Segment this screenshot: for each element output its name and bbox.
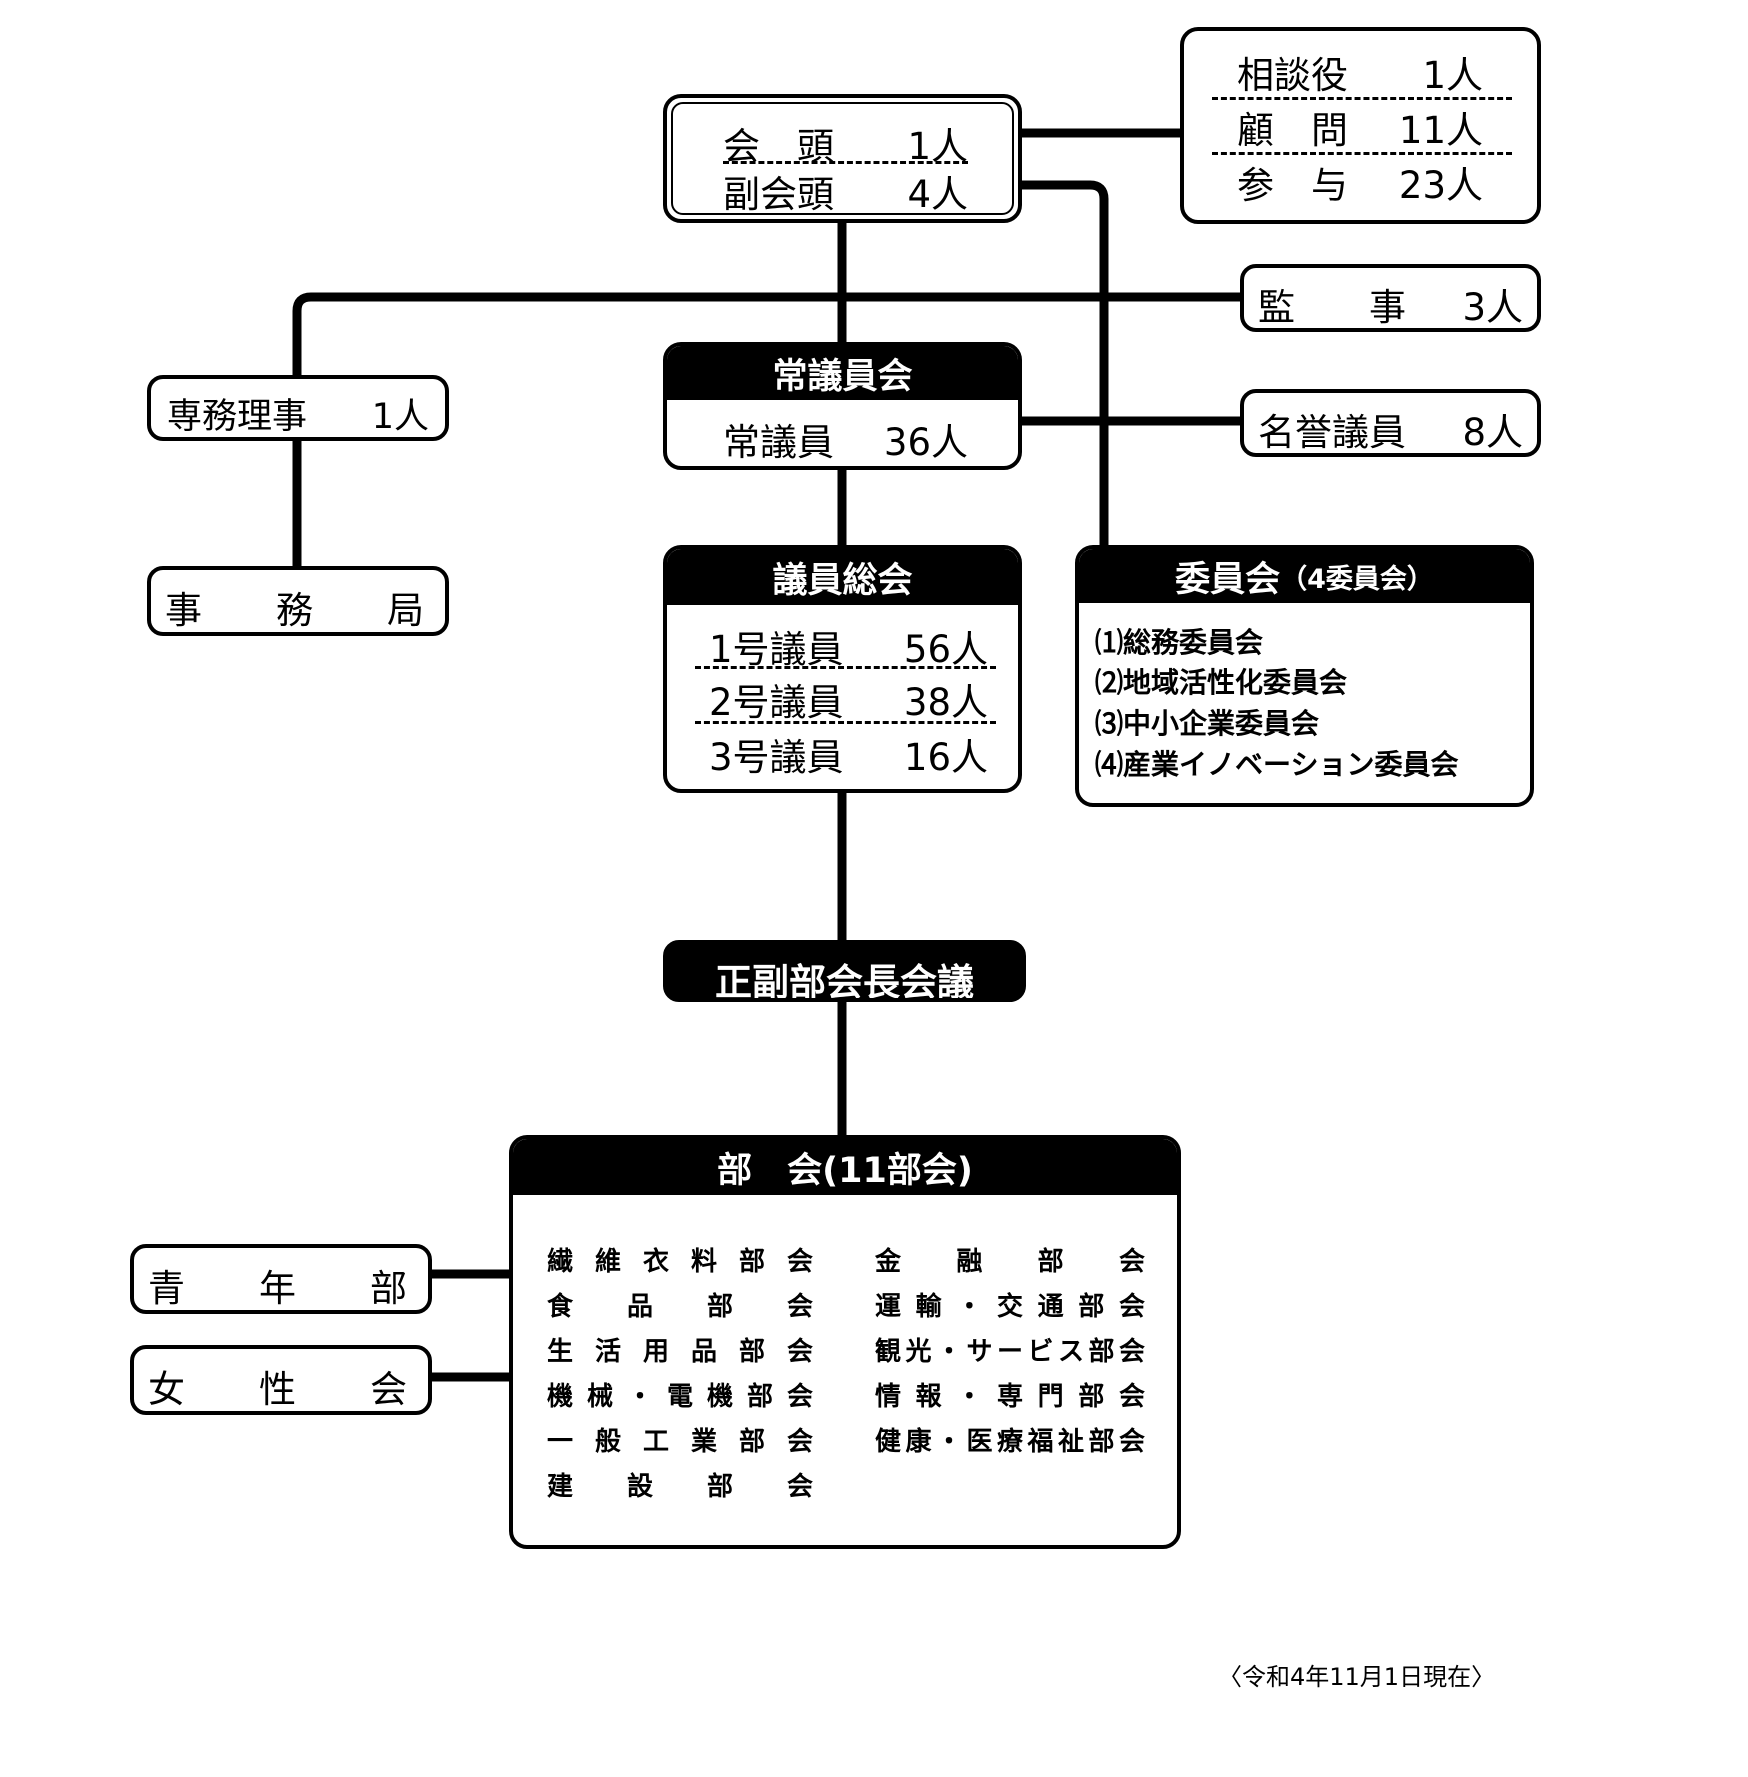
section-item: 食 品 部 会	[547, 1292, 813, 1322]
standing-council-count: 36人	[883, 421, 968, 464]
executive-inner-frame	[671, 102, 1014, 215]
honorary-title: 名誉議員	[1258, 411, 1406, 454]
section-item: 情報・専門部会	[875, 1382, 1145, 1412]
section-item: 健康・医療福祉部会	[875, 1427, 1145, 1457]
member-class-2-count: 38人	[903, 681, 988, 724]
secretariat-title: 事 務 局	[165, 589, 424, 632]
advisor-title: 相談役	[1237, 54, 1348, 97]
sections-box: 部 会(11部会) 繊維衣料部会 食 品 部 会 生活用品部会 機械・電機部会 …	[509, 1135, 1181, 1549]
auditor-count: 3人	[1462, 286, 1523, 329]
general-assembly-box: 議員総会 1号議員 56人 2号議員 38人 3号議員 16人	[663, 545, 1022, 793]
youth-box: 青 年 部	[130, 1244, 432, 1314]
honorary-box: 名誉議員 8人	[1240, 389, 1541, 457]
member-class-3-title: 3号議員	[709, 736, 844, 779]
divider	[695, 666, 996, 669]
standing-council-box: 常議員会 常議員 36人	[663, 342, 1022, 470]
counselor-count: 11人	[1398, 109, 1483, 152]
women-box: 女 性 会	[130, 1345, 432, 1415]
standing-council-title: 常議員	[723, 421, 834, 464]
counselor-title: 顧 問	[1237, 109, 1348, 152]
member-class-1-title: 1号議員	[709, 628, 844, 671]
as-of-date: 〈令和4年11月1日現在〉	[1218, 1663, 1496, 1691]
section-item: 機械・電機部会	[547, 1382, 813, 1412]
general-assembly-header: 議員総会	[667, 549, 1018, 605]
standing-council-header: 常議員会	[667, 346, 1018, 400]
committees-box: 委員会（4委員会） ⑴総務委員会 ⑵地域活性化委員会 ⑶中小企業委員会 ⑷産業イ…	[1075, 545, 1534, 807]
section-item: 観光・サービス部会	[875, 1337, 1145, 1367]
member-class-1-count: 56人	[903, 628, 988, 671]
member-class-2-title: 2号議員	[709, 681, 844, 724]
executive-director-count: 1人	[371, 397, 429, 437]
divider	[1212, 97, 1512, 100]
section-item: 運輸・交通部会	[875, 1292, 1145, 1322]
committees-header-sub: （4委員会）	[1280, 563, 1434, 595]
divider	[695, 721, 996, 724]
executive-box: 会 頭 1人 副会頭 4人	[663, 94, 1022, 223]
committee-item: ⑵地域活性化委員会	[1095, 666, 1348, 699]
chairs-meeting-box: 正副部会長会議	[663, 940, 1026, 1002]
honorary-count: 8人	[1462, 411, 1523, 454]
chairman-count: 1人	[907, 125, 968, 168]
line-auditor-director	[292, 292, 1240, 375]
chairs-meeting-label: 正副部会長会議	[715, 961, 974, 1002]
line-exec-committees	[1022, 180, 1109, 545]
committee-item: ⑴総務委員会	[1095, 626, 1264, 659]
advisors-box: 相談役 1人 顧 問 11人 参 与 23人	[1180, 27, 1541, 224]
sections-header: 部 会(11部会)	[513, 1139, 1177, 1195]
executive-director-title: 専務理事	[167, 397, 308, 437]
section-item: 建 設 部 会	[547, 1472, 813, 1502]
vice-chairman-count: 4人	[907, 173, 968, 216]
executive-director-box: 専務理事 1人	[147, 375, 449, 441]
auditor-box: 監 事 3人	[1240, 264, 1541, 332]
member-class-3-count: 16人	[903, 736, 988, 779]
auditor-title: 監 事	[1258, 286, 1406, 329]
advisor-count: 1人	[1422, 54, 1483, 97]
associate-title: 参 与	[1237, 164, 1348, 207]
youth-label: 青 年 部	[148, 1267, 407, 1310]
women-label: 女 性 会	[148, 1368, 407, 1411]
committee-item: ⑶中小企業委員会	[1095, 707, 1320, 740]
section-item: 繊維衣料部会	[547, 1247, 813, 1277]
divider	[1212, 152, 1512, 155]
section-item: 金 融 部 会	[875, 1247, 1145, 1277]
section-item: 一般工業部会	[547, 1427, 813, 1457]
secretariat-box: 事 務 局	[147, 566, 449, 636]
divider	[723, 161, 968, 164]
section-item: 生活用品部会	[547, 1337, 813, 1367]
chairman-title: 会 頭	[723, 125, 834, 168]
committees-header-title: 委員会	[1175, 559, 1281, 600]
committees-header: 委員会（4委員会）	[1079, 549, 1530, 603]
vice-chairman-title: 副会頭	[723, 173, 834, 216]
associate-count: 23人	[1398, 164, 1483, 207]
committee-item: ⑷産業イノベーション委員会	[1095, 748, 1459, 781]
